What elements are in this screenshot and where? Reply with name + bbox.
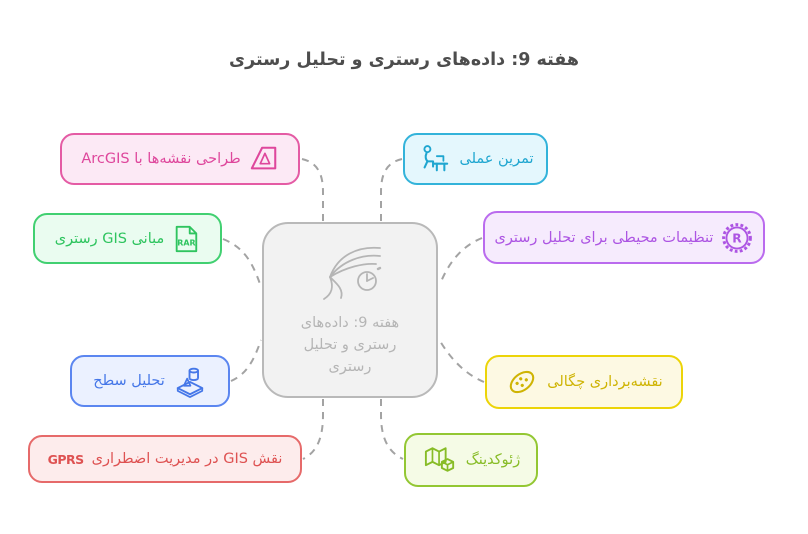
arcgis-logo-icon	[249, 144, 279, 174]
node-density-mapping: نقشه‌برداری چگالی	[485, 355, 683, 409]
contour-flow-clock-icon	[314, 241, 386, 307]
connector-gprs	[302, 399, 324, 460]
center-node: هفته 9: داده‌های رستری و تحلیل رستری	[262, 222, 438, 398]
center-node-label: هفته 9: داده‌های رستری و تحلیل رستری	[300, 315, 400, 375]
connector-geocode	[380, 399, 404, 460]
connector-env	[439, 237, 483, 285]
connector-rar	[222, 238, 261, 285]
node-geocoding: ژئوکدینگ	[404, 433, 538, 487]
node-label: ژئوکدینگ	[465, 452, 521, 468]
node-map-design-arcgis: طراحی نقشه‌ها با ArcGIS	[60, 133, 300, 185]
node-label: تحلیل سطح	[93, 373, 165, 389]
connector-arcgis	[301, 158, 324, 221]
node-practical-exercise: تمرین عملی	[403, 133, 548, 185]
connector-practice	[380, 158, 403, 221]
density-ellipse-icon	[505, 365, 539, 399]
node-label: مبانی GIS رستری	[54, 230, 165, 247]
gprs-badge-icon: GPRS	[47, 451, 85, 467]
node-surface-analysis: تحلیل سطح	[70, 355, 230, 407]
connector-density	[439, 340, 485, 383]
map-cube-icon	[422, 444, 458, 476]
node-label: طراحی نقشه‌ها با ArcGIS	[81, 151, 241, 167]
node-gis-emergency-management: نقش GIS در مدیریت اضطراری GPRS	[28, 435, 302, 483]
surface-3d-stamp-icon	[173, 364, 207, 398]
r-gear-icon: R	[721, 222, 753, 254]
diagram-title: هفته 9: داده‌های رستری و تحلیل رستری	[229, 50, 579, 70]
person-desk-icon	[417, 143, 451, 175]
node-gis-raster-basics: RAR مبانی GIS رستری	[33, 213, 222, 264]
node-label: تمرین عملی	[459, 151, 534, 167]
svg-text:R: R	[733, 231, 743, 245]
node-label: نقشه‌برداری چگالی	[547, 374, 663, 390]
connector-surface	[230, 339, 262, 382]
node-env-settings-raster-analysis: R تنظیمات محیطی برای تحلیل رستری	[483, 211, 765, 264]
rar-file-icon: RAR	[172, 224, 200, 254]
node-label: تنظیمات محیطی برای تحلیل رستری	[494, 229, 714, 246]
svg-text:RAR: RAR	[178, 238, 196, 247]
node-label: نقش GIS در مدیریت اضطراری	[91, 451, 283, 467]
